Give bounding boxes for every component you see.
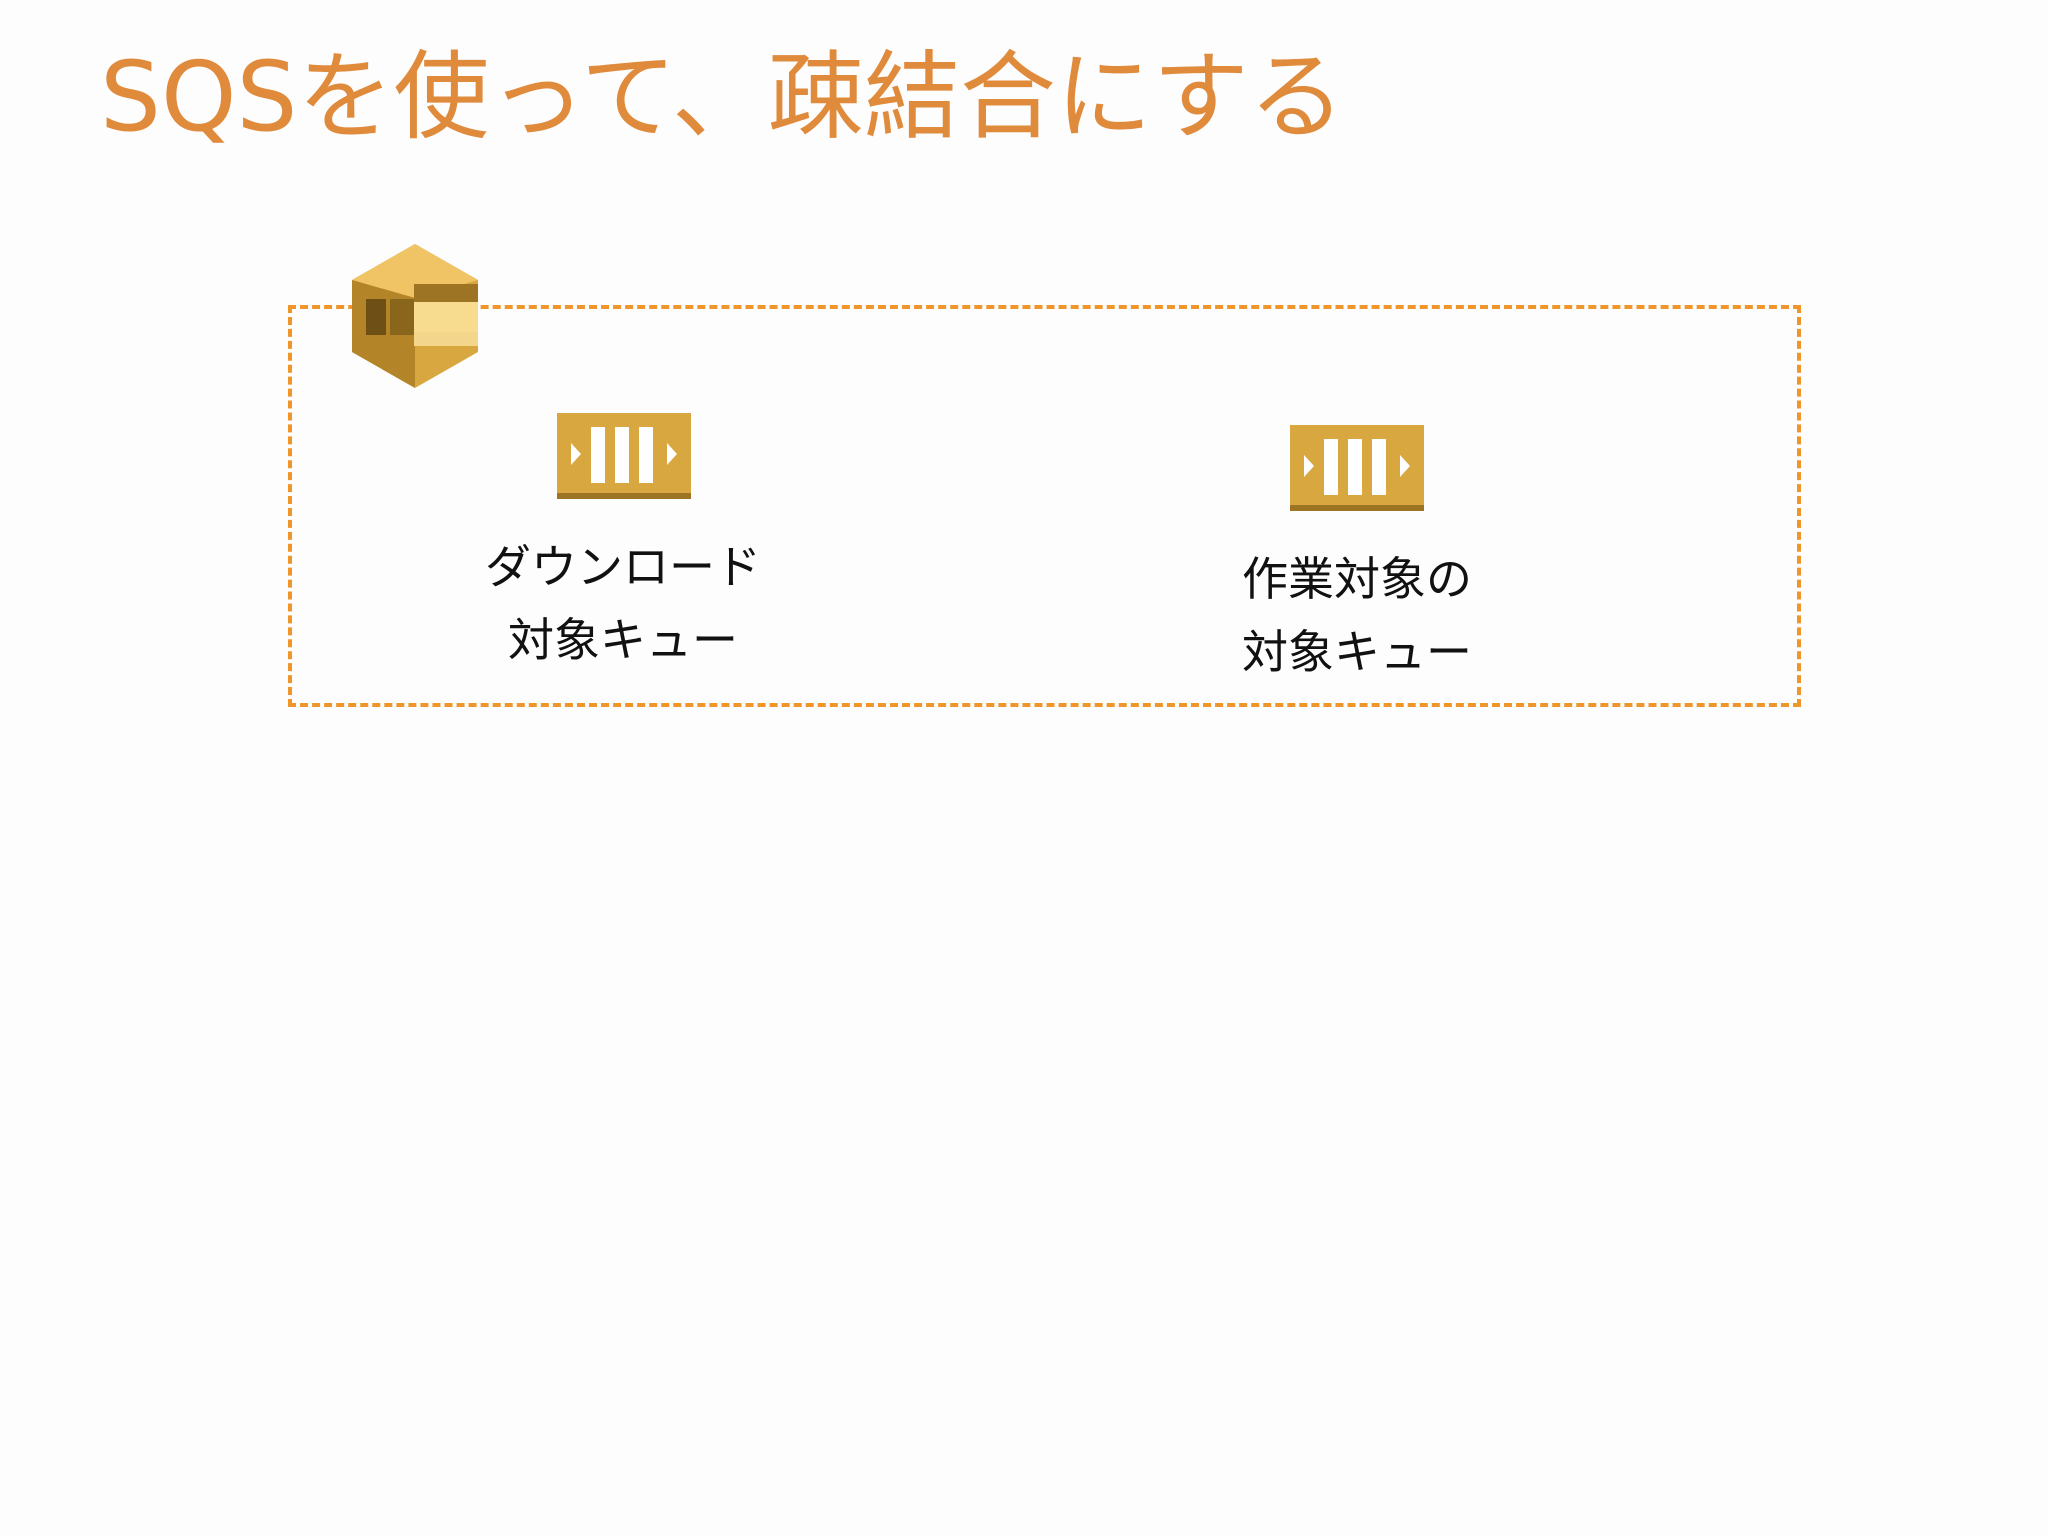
queue-label-line1: 作業対象の <box>1242 552 1472 606</box>
queue-label-line2: 対象キュー <box>508 613 738 667</box>
queue-label-download: ダウンロード 対象キュー <box>443 531 803 677</box>
queue-label-line2: 対象キュー <box>1242 625 1472 679</box>
sqs-group-boundary <box>288 305 1801 707</box>
amazon-sqs-icon <box>352 244 478 388</box>
queue-label-line1: ダウンロード <box>485 540 761 594</box>
queue-label-work-target: 作業対象の 対象キュー <box>1177 543 1537 689</box>
slide-title: SQSを使って、疎結合にする <box>100 41 1345 153</box>
sqs-queue-icon <box>557 413 691 499</box>
sqs-queue-icon <box>1290 425 1424 511</box>
